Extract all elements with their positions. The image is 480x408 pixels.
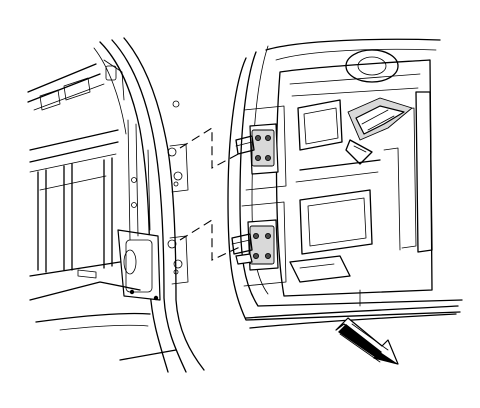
door-hinge-mounts (241, 105, 287, 287)
door-speaker (345, 49, 399, 83)
pillar-reinforcement-plate (117, 229, 161, 301)
door-check-bracket (345, 97, 413, 165)
lower-door-hinge (231, 219, 279, 271)
body-interior-structure (27, 63, 177, 361)
front-direction-arrow-icon (335, 317, 399, 365)
hinge-alignment-lines (179, 127, 243, 261)
upper-door-hinge (235, 123, 279, 175)
pillar-hinge-bolts (167, 100, 189, 285)
door-assembly (227, 38, 463, 329)
body-pillar (93, 37, 205, 373)
